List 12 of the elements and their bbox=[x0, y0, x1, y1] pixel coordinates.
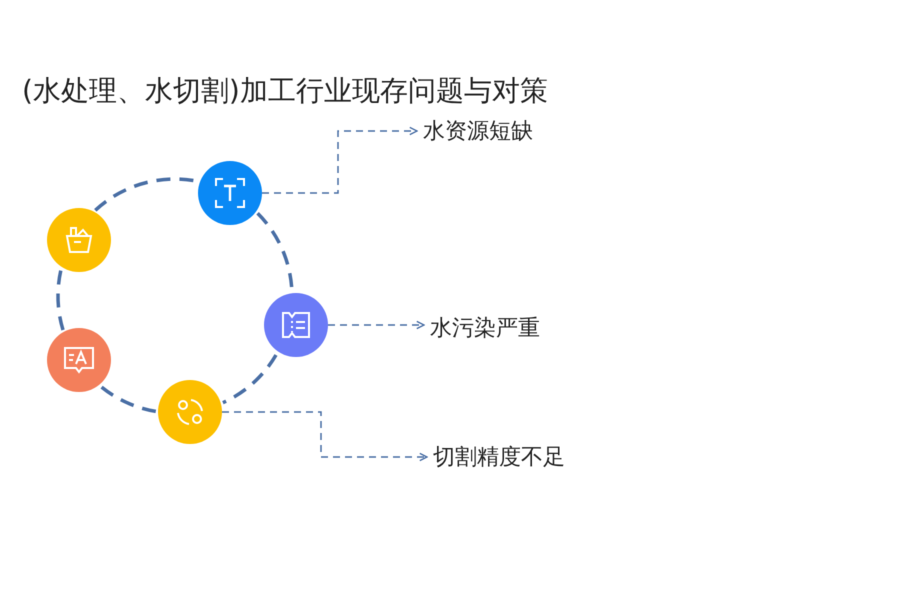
dashed-arrow bbox=[328, 320, 425, 330]
title: (水处理、水切割)加工行业现存问题与对策 bbox=[22, 73, 548, 109]
dashed-arrow bbox=[262, 126, 418, 194]
issue-label: 切割精度不足 bbox=[433, 442, 565, 472]
dashed-ring-arc bbox=[56, 268, 65, 330]
icon-circle bbox=[47, 328, 111, 392]
issue-label: 水污染严重 bbox=[430, 313, 540, 343]
dashed-ring-arc bbox=[100, 384, 156, 414]
dashed-ring-arc bbox=[256, 212, 294, 290]
dashed-ring-arc bbox=[222, 354, 278, 404]
issue-label: 水资源短缺 bbox=[423, 116, 533, 146]
dashed-arrow bbox=[222, 411, 428, 462]
